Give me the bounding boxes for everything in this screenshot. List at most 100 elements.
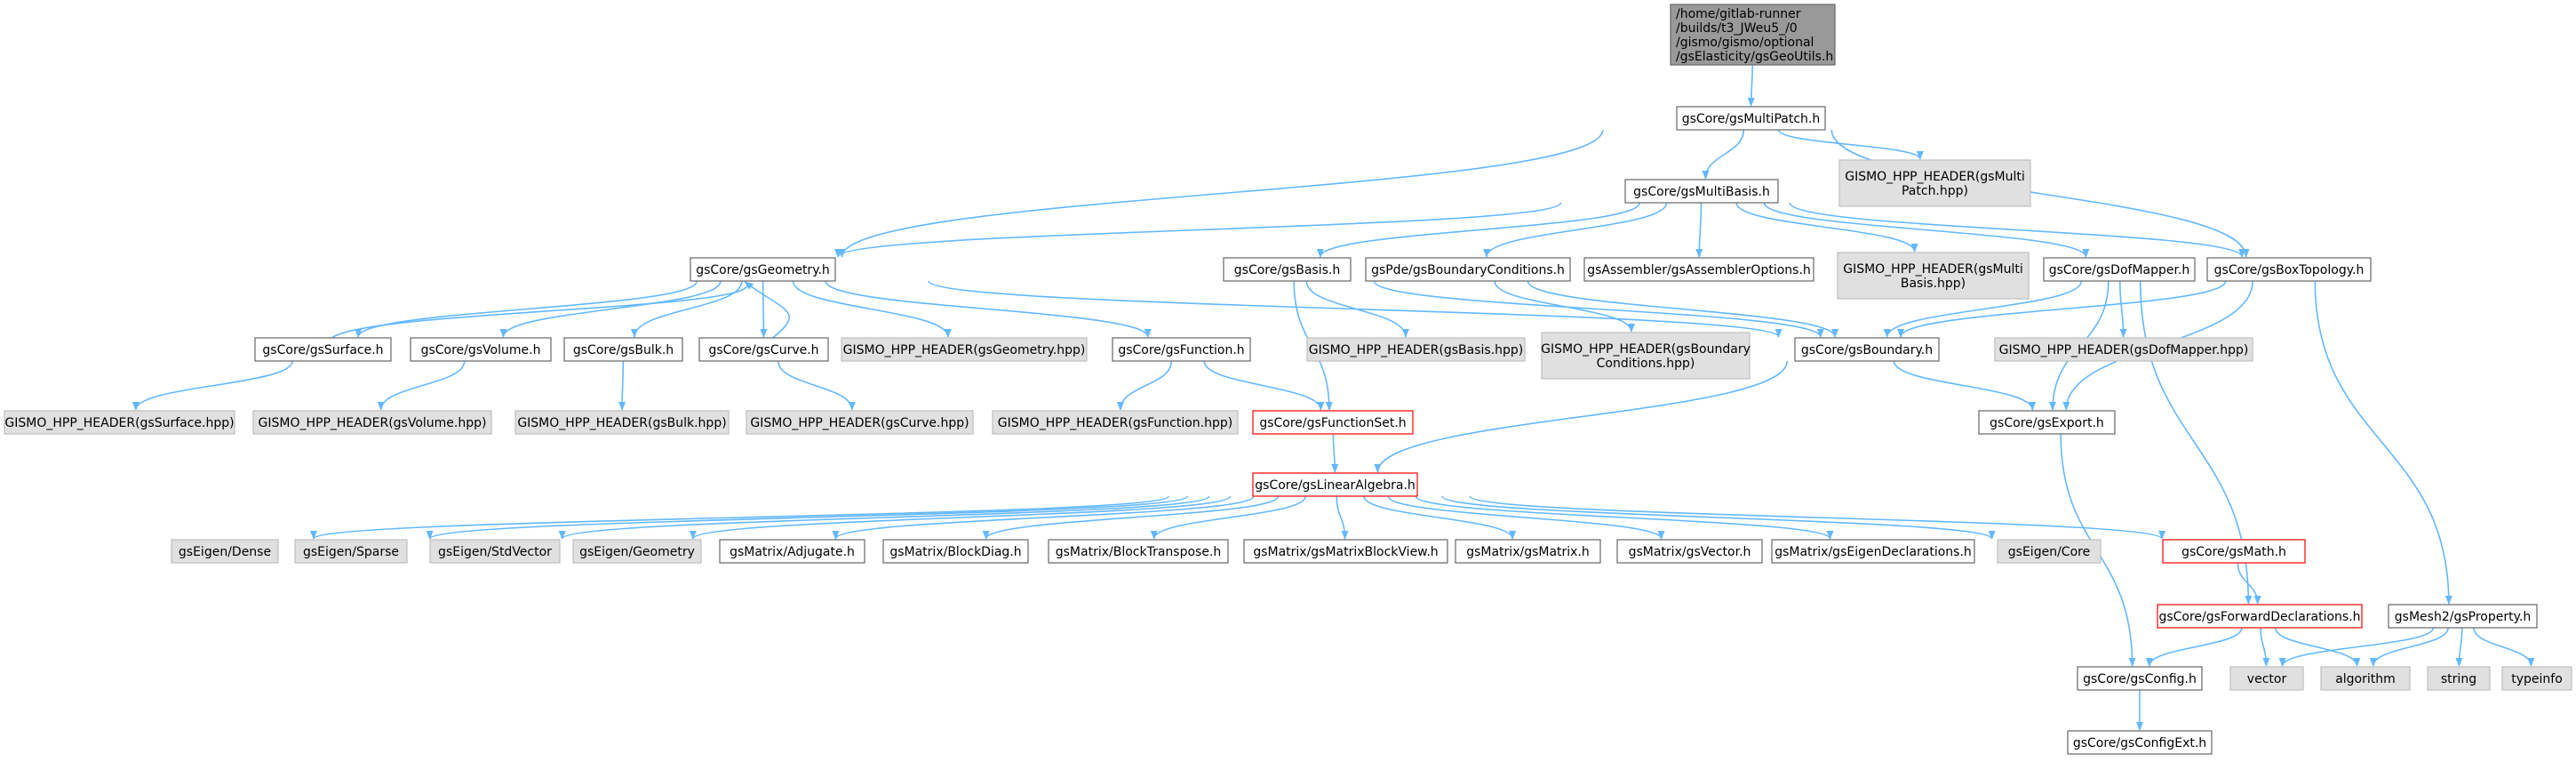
node-function[interactable]: gsCore/gsFunction.h [1112, 337, 1251, 362]
node-boxtopology[interactable]: gsCore/gsBoxTopology.h [2206, 257, 2372, 282]
node-box-multibasis [1624, 179, 1779, 204]
node-algorithm: algorithm [2320, 666, 2411, 691]
edge-property-to-algorithm [2369, 627, 2449, 667]
node-gsmatrix[interactable]: gsMatrix/gsMatrix.h [1455, 539, 1601, 564]
node-blockdiag[interactable]: gsMatrix/BlockDiag.h [882, 539, 1029, 564]
node-config[interactable]: gsCore/gsConfig.h [2077, 666, 2203, 691]
edge-multipatch-to-hdr_multipatch [1777, 129, 1924, 160]
node-hdr_basis: GISMO_HPP_HEADER(gsBasis.hpp) [1306, 337, 1526, 362]
node-box-linalg [1252, 472, 1418, 497]
node-label-eigendecl: gsMatrix/gsEigenDeclarations.h [1774, 545, 1972, 559]
node-box-multipatch [1676, 106, 1826, 131]
edge-root-to-multipatch [1747, 64, 1755, 107]
node-label-eigen_dense: gsEigen/Dense [179, 545, 271, 559]
node-eigendecl[interactable]: gsMatrix/gsEigenDeclarations.h [1771, 539, 1975, 564]
node-label-assembleropts: gsAssembler/gsAssemblerOptions.h [1587, 263, 1811, 277]
node-label-gsvector: gsMatrix/gsVector.h [1629, 545, 1751, 559]
edge-geometry-to-function [825, 280, 1152, 338]
node-box-blockdiag [882, 539, 1029, 564]
node-dofmapper[interactable]: gsCore/gsDofMapper.h [2043, 257, 2196, 282]
edge-geometry-to-hdr_geometry [792, 280, 952, 338]
node-export[interactable]: gsCore/gsExport.h [1978, 410, 2116, 435]
node-basis[interactable]: gsCore/gsBasis.h [1223, 257, 1352, 282]
node-typeinfo: typeinfo [2501, 666, 2572, 691]
node-property[interactable]: gsMesh2/gsProperty.h [2388, 604, 2538, 629]
node-label-config: gsCore/gsConfig.h [2083, 672, 2197, 686]
node-hdr_volume: GISMO_HPP_HEADER(gsVolume.hpp) [252, 410, 492, 435]
node-label-vector: vector [2247, 672, 2287, 686]
node-label-eigen_geometry: gsEigen/Geometry [579, 545, 695, 559]
node-adjugate[interactable]: gsMatrix/Adjugate.h [719, 539, 865, 564]
node-box-gsvector [1616, 539, 1763, 564]
node-label-hdr_volume: GISMO_HPP_HEADER(gsVolume.hpp) [259, 416, 487, 430]
node-assembleropts[interactable]: gsAssembler/gsAssemblerOptions.h [1583, 257, 1814, 282]
node-label-hdr_bulk: GISMO_HPP_HEADER(gsBulk.hpp) [517, 416, 726, 430]
node-gsmath[interactable]: gsCore/gsMath.h [2162, 539, 2306, 564]
edge-pdebc-to-boundary [1527, 280, 1838, 338]
node-label-gsmath: gsCore/gsMath.h [2181, 545, 2286, 559]
edge-property-to-string [2455, 627, 2463, 667]
node-hdr_surface: GISMO_HPP_HEADER(gsSurface.hpp) [4, 410, 235, 435]
node-hdr_bc: GISMO_HPP_HEADER(gsBoundaryConditions.hp… [1541, 332, 1751, 380]
node-root[interactable]: /home/gitlab-runner/builds/t3_JWeu5_/0/g… [1670, 4, 1836, 66]
edge-pdebc-to-hdr_bc [1494, 280, 1635, 333]
node-box-root [1670, 4, 1836, 66]
node-multibasis[interactable]: gsCore/gsMultiBasis.h [1624, 179, 1779, 204]
node-box-adjugate [719, 539, 865, 564]
node-functionset[interactable]: gsCore/gsFunctionSet.h [1252, 410, 1414, 435]
node-label-multibasis: gsCore/gsMultiBasis.h [1633, 185, 1770, 199]
edge-multipatch-to-geometry [838, 129, 1604, 258]
node-fwddecl[interactable]: gsCore/gsForwardDeclarations.h [2157, 604, 2363, 629]
edge-geometry-to-bulk [631, 280, 743, 338]
node-box-function [1112, 337, 1251, 362]
edge-multibasis-to-boxtopology [1789, 202, 2245, 258]
node-label-hdr_bc: Conditions.hpp) [1597, 357, 1695, 371]
edge-function-to-hdr_function [1116, 360, 1173, 411]
node-box-functionset [1252, 410, 1414, 435]
node-box-export [1978, 410, 2116, 435]
node-label-root: /home/gitlab-runner [1676, 7, 1801, 21]
edge-linalg-to-eigen_sparse [426, 495, 1189, 540]
node-surface[interactable]: gsCore/gsSurface.h [254, 337, 392, 362]
node-hdr_bulk: GISMO_HPP_HEADER(gsBulk.hpp) [514, 410, 730, 435]
edge-linalg-to-blockdiag [982, 495, 1280, 540]
node-blocktranspose[interactable]: gsMatrix/BlockTranspose.h [1048, 539, 1229, 564]
node-layer: /home/gitlab-runner/builds/t3_JWeu5_/0/g… [4, 4, 2572, 755]
node-geometry[interactable]: gsCore/gsGeometry.h [690, 257, 836, 282]
node-box-eigendecl [1771, 539, 1975, 564]
edge-functionset-to-linalg [1331, 433, 1339, 473]
node-box-matrixblockview [1243, 539, 1448, 564]
node-box-hdr_volume [252, 410, 492, 435]
node-label-bulk: gsCore/gsBulk.h [573, 343, 674, 357]
node-pdebc[interactable]: gsPde/gsBoundaryConditions.h [1365, 257, 1571, 282]
node-boundary[interactable]: gsCore/gsBoundary.h [1794, 337, 1940, 362]
node-box-eigen_core [1997, 539, 2101, 564]
edge-bulk-to-hdr_bulk [618, 360, 626, 411]
node-eigen_geometry: gsEigen/Geometry [572, 539, 702, 564]
node-label-fwddecl: gsCore/gsForwardDeclarations.h [2158, 610, 2360, 624]
edge-gsmath-to-fwddecl [2237, 562, 2261, 605]
node-box-vector [2229, 666, 2304, 691]
node-label-linalg: gsCore/gsLinearAlgebra.h [1255, 478, 1416, 493]
edge-linalg-to-matrixblockview [1336, 495, 1349, 540]
edge-linalg-to-blocktranspose [1150, 495, 1307, 540]
edge-fwddecl-to-config [2145, 627, 2243, 667]
node-label-string: string [2441, 672, 2476, 686]
node-multipatch[interactable]: gsCore/gsMultiPatch.h [1676, 106, 1826, 131]
node-bulk[interactable]: gsCore/gsBulk.h [563, 337, 683, 362]
node-matrixblockview[interactable]: gsMatrix/gsMatrixBlockView.h [1243, 539, 1448, 564]
node-box-gsmath [2162, 539, 2306, 564]
node-configext[interactable]: gsCore/gsConfigExt.h [2067, 730, 2213, 755]
node-volume[interactable]: gsCore/gsVolume.h [410, 337, 552, 362]
node-curve[interactable]: gsCore/gsCurve.h [698, 337, 829, 362]
node-gsvector[interactable]: gsMatrix/gsVector.h [1616, 539, 1763, 564]
node-linalg[interactable]: gsCore/gsLinearAlgebra.h [1252, 472, 1418, 497]
node-label-adjugate: gsMatrix/Adjugate.h [730, 545, 855, 559]
node-label-root: /gismo/gismo/optional [1676, 36, 1814, 50]
node-box-hdr_geometry [841, 337, 1088, 362]
node-label-hdr_multibasis: Basis.hpp) [1901, 277, 1966, 291]
edge-multibasis-to-dofmapper [1763, 202, 2090, 258]
node-box-hdr_basis [1306, 337, 1526, 362]
edge-linalg-to-eigen_core [1441, 495, 1996, 540]
